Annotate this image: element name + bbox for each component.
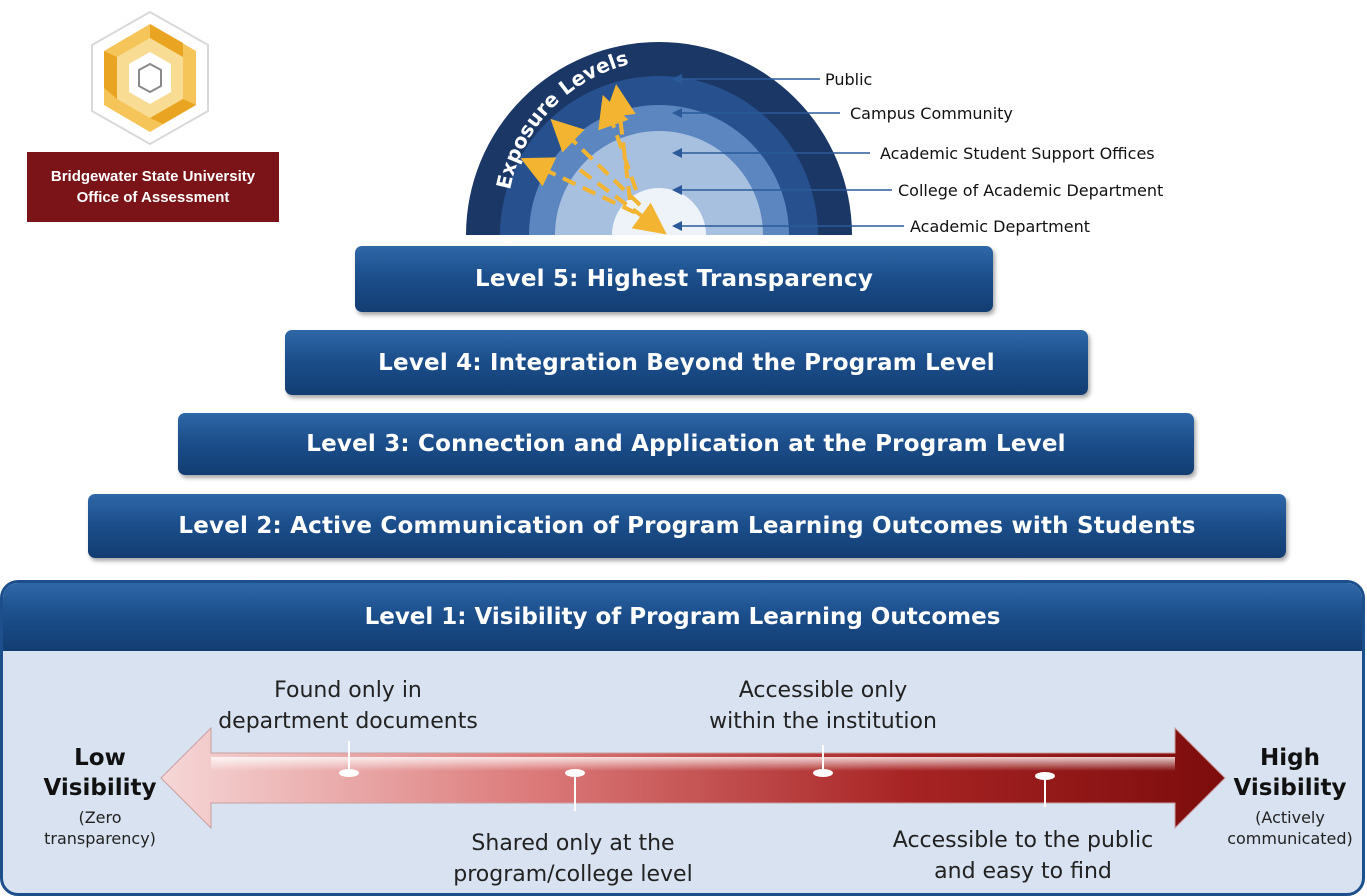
marker-note-public: Accessible to the public and easy to fin… [873,825,1173,887]
logo [88,10,212,146]
exposure-levels-diagram: Exposure Levels [466,42,852,235]
level-4-label: Level 4: Integration Beyond the Program … [378,349,995,376]
marker-dot [339,769,359,777]
marker-dot [813,769,833,777]
low-sub-line2: transparency) [44,829,156,848]
logo-line1: Bridgewater State University [50,168,256,185]
exposure-label-support: Academic Student Support Offices [880,144,1155,163]
logo-caption: Bridgewater State University Office of A… [27,152,279,222]
low-title-line2: Visibility [43,775,157,801]
low-visibility-label: Low Visibility (Zero transparency) [25,743,175,849]
marker-note-program: Shared only at the program/college level [423,828,723,890]
low-sub-line1: (Zero [78,808,122,827]
exposure-label-department: Academic Department [910,217,1090,236]
note-line: Accessible only [738,678,908,703]
exposure-label-campus: Campus Community [850,104,1013,123]
level-3-label: Level 3: Connection and Application at t… [306,431,1066,457]
level-2-label: Level 2: Active Communication of Program… [178,513,1196,539]
level-2-bar: Level 2: Active Communication of Program… [88,494,1286,558]
marker-note-institution: Accessible only within the institution [673,675,973,737]
note-line: within the institution [709,709,937,734]
high-visibility-label: High Visibility (Actively communicated) [1215,743,1362,849]
note-line: and easy to find [934,859,1112,884]
level-1-panel: Level 1: Visibility of Program Learning … [0,580,1365,896]
logo-line2: Office of Assessment [76,189,230,206]
exposure-label-college: College of Academic Department [898,181,1164,200]
note-line: Shared only at the [471,831,675,856]
level-5-bar: Level 5: Highest Transparency [355,246,993,312]
marker-dot [565,769,585,777]
expansion-arrow [598,94,638,191]
level-3-bar: Level 3: Connection and Application at t… [178,413,1194,475]
visibility-spectrum-arrow [160,726,1226,830]
note-line: program/college level [453,862,693,887]
exposure-connectors [672,74,904,231]
exposure-label-public: Public [825,70,873,89]
inward-arrow [578,168,667,235]
marker-note-department: Found only in department documents [198,675,498,737]
level-1-label: Level 1: Visibility of Program Learning … [364,604,1001,630]
marker-dot [1035,772,1055,780]
high-sub-line2: communicated) [1227,829,1353,848]
high-title-line2: Visibility [1233,775,1347,801]
low-title-line1: Low [74,745,126,771]
ring-college [555,131,763,235]
level-4-bar: Level 4: Integration Beyond the Program … [285,330,1088,395]
expansion-arrow [550,118,642,207]
expansion-arrow [604,84,636,201]
note-line: department documents [218,709,478,734]
university-emblem-icon [91,10,209,146]
note-line: Accessible to the public [892,828,1154,853]
high-title-line1: High [1260,745,1320,771]
level-5-label: Level 5: Highest Transparency [474,266,874,292]
note-line: Found only in [274,678,422,703]
level-1-header: Level 1: Visibility of Program Learning … [3,583,1362,651]
high-sub-line1: (Actively [1255,808,1325,827]
